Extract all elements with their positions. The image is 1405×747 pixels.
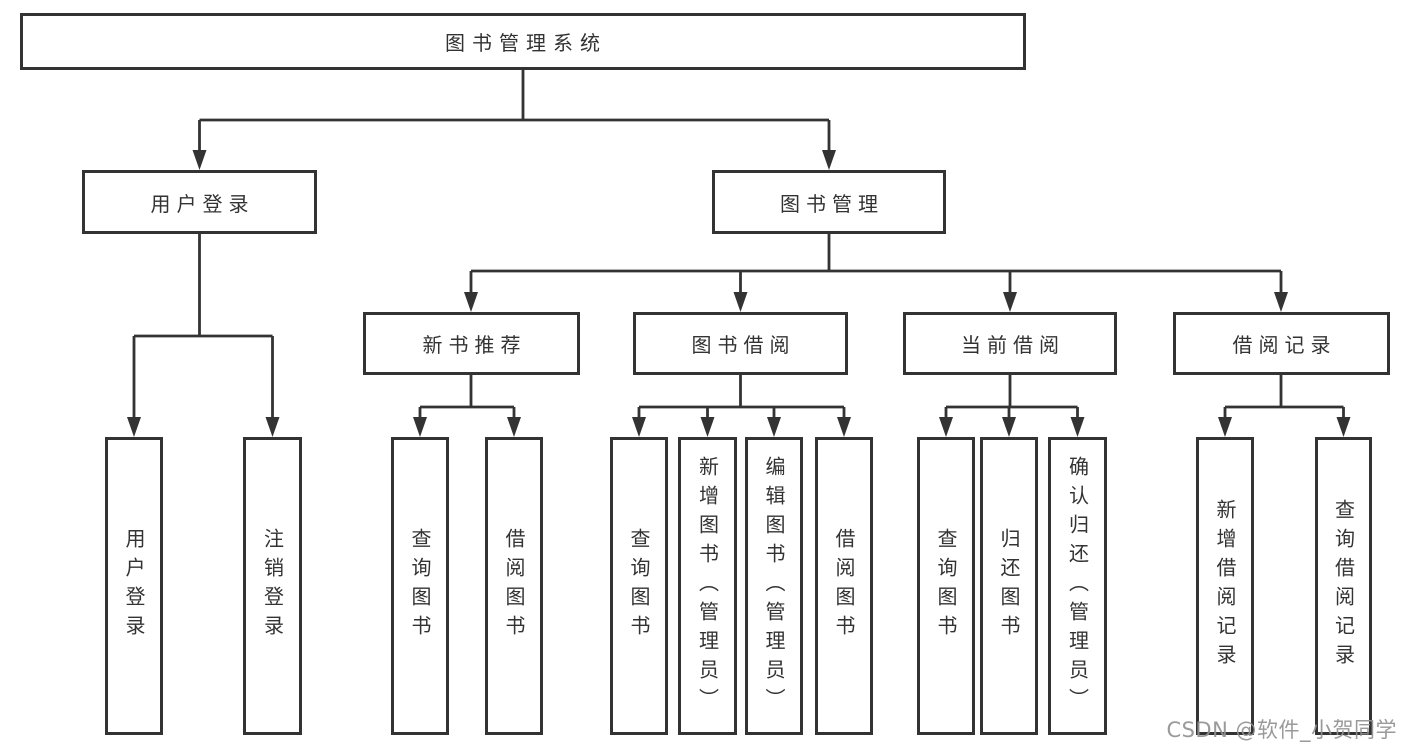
connector-book-mgmt-children	[469, 234, 1283, 294]
arrowhead	[822, 150, 836, 170]
leaf-query-borrow-record: 查询借阅记录	[1315, 437, 1372, 735]
node-label: 查询图书	[408, 528, 432, 644]
node-label: 新增图书（管理员）	[695, 455, 720, 717]
node-label: 用户登录	[122, 528, 146, 644]
leaf-user-login: 用户登录	[105, 437, 163, 735]
leaf-add-book-admin: 新增图书（管理员）	[678, 437, 737, 735]
node-label: 借阅图书	[502, 528, 526, 644]
arrowheads	[127, 150, 1351, 437]
node-book-borrowing: 图书借阅	[633, 312, 848, 375]
node-borrow-records: 借阅记录	[1173, 312, 1390, 375]
leaf-query-books-2: 查询图书	[610, 437, 668, 735]
node-label: 图书借阅	[691, 333, 796, 357]
node-current-borrowing: 当前借阅	[903, 312, 1117, 375]
arrowhead	[127, 417, 141, 437]
arrowhead	[192, 150, 207, 170]
leaf-borrow-books-2: 借阅图书	[815, 437, 873, 735]
arrowhead	[1218, 417, 1232, 437]
node-label: 注销登录	[260, 528, 285, 644]
node-user-login: 用户登录	[82, 170, 317, 234]
node-label: 查询图书	[627, 528, 651, 644]
arrowhead	[1002, 417, 1016, 437]
arrowhead	[1003, 292, 1017, 312]
arrowhead	[265, 417, 280, 437]
watermark: CSDN @软件_小贺同学	[1166, 718, 1397, 742]
leaf-add-borrow-record: 新增借阅记录	[1196, 437, 1254, 735]
connector-book-borrow-children	[637, 375, 846, 419]
node-label: 借阅图书	[832, 528, 856, 644]
node-label: 图书管理系统	[445, 31, 607, 55]
leaf-return-book: 归还图书	[980, 437, 1038, 735]
node-label: 当前借阅	[961, 333, 1065, 357]
leaf-query-books-3: 查询图书	[917, 437, 975, 735]
arrowhead	[1070, 417, 1085, 437]
node-root-library-system: 图书管理系统	[20, 13, 1026, 70]
connector-current-borrow-children	[944, 375, 1079, 419]
connector-new-books-children	[418, 375, 516, 419]
arrowhead	[767, 417, 781, 437]
node-label: 归还图书	[997, 528, 1021, 644]
node-label: 用户登录	[150, 191, 255, 216]
arrowhead	[700, 417, 715, 437]
node-label: 图书管理	[780, 191, 884, 216]
arrowhead	[413, 417, 427, 437]
leaf-logout: 注销登录	[243, 437, 302, 735]
leaf-confirm-return-admin: 确认归还（管理员）	[1048, 437, 1107, 735]
node-book-management: 图书管理	[712, 170, 946, 234]
node-label: 编辑图书（管理员）	[762, 455, 786, 717]
node-label: 查询图书	[934, 528, 958, 644]
node-label: 借阅记录	[1232, 333, 1337, 357]
node-label: 新书推荐	[422, 333, 527, 357]
connector-user-login-children	[132, 234, 274, 419]
leaf-borrow-books-1: 借阅图书	[485, 437, 543, 735]
connector-root-to-level2	[198, 70, 831, 152]
arrowhead	[507, 417, 521, 437]
leaf-query-books-1: 查询图书	[391, 437, 449, 735]
leaf-edit-book-admin: 编辑图书（管理员）	[745, 437, 803, 735]
arrowhead	[733, 292, 748, 312]
arrowhead	[1336, 417, 1351, 437]
node-label: 新增借阅记录	[1213, 499, 1237, 673]
node-new-book-recommend: 新书推荐	[363, 312, 580, 375]
arrowhead	[632, 417, 646, 437]
node-label: 查询借阅记录	[1331, 499, 1356, 673]
arrowhead	[1274, 292, 1288, 312]
node-label: 确认归还（管理员）	[1065, 455, 1090, 717]
connector-borrow-records-children	[1223, 375, 1345, 419]
arrowhead	[939, 417, 953, 437]
arrowhead	[464, 292, 478, 312]
arrowhead	[837, 417, 851, 437]
